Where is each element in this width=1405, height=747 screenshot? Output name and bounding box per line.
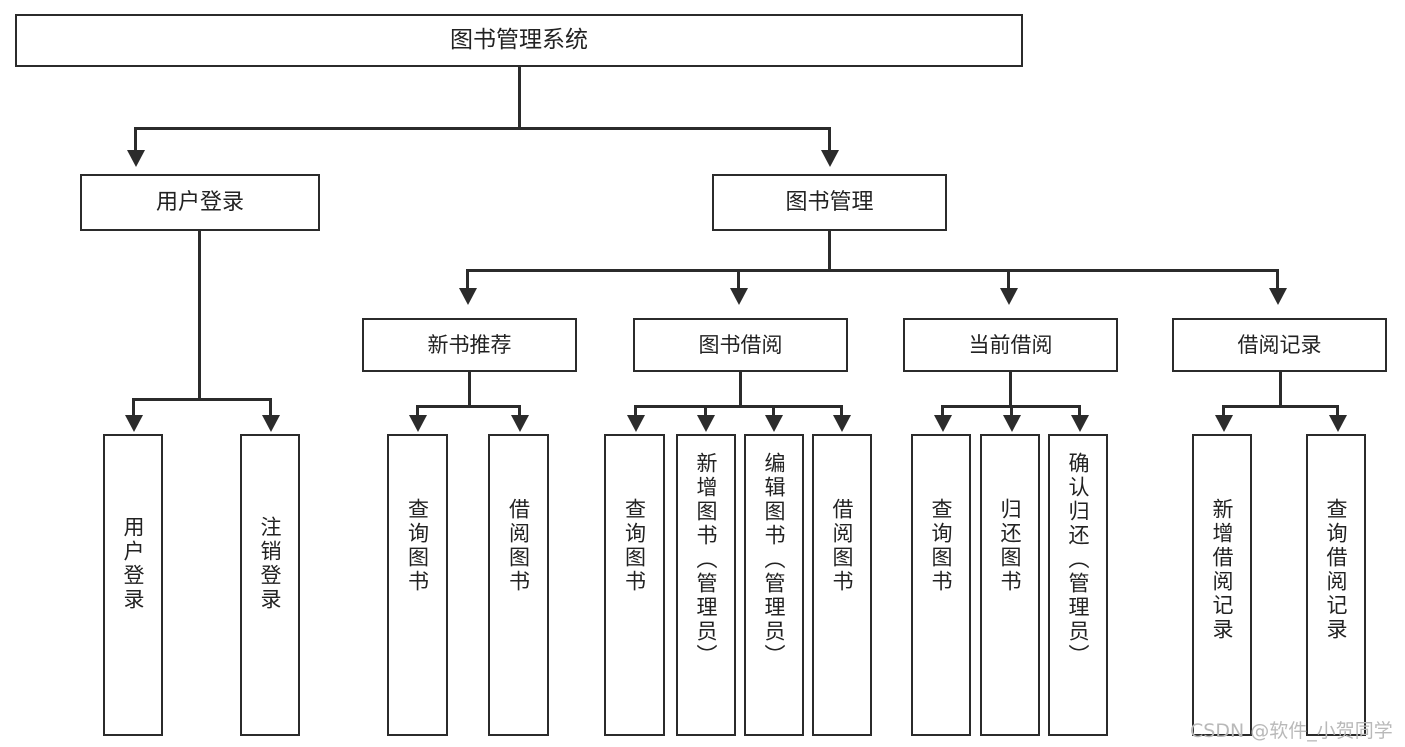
connector-root-stem	[518, 67, 521, 129]
connector-root-to-book-management	[828, 127, 831, 153]
node-user-login[interactable]: 用户登录	[80, 174, 320, 231]
leaf-cb-confirm-return[interactable]: 确认归还（管理员）	[1048, 434, 1108, 736]
connector-bb-bar	[634, 405, 843, 408]
connector-bm-drop-1	[466, 269, 469, 291]
connector-nbr-stem	[468, 372, 471, 407]
arrowhead-br-add-record	[1215, 415, 1233, 432]
node-label: 编辑图书（管理员）	[762, 452, 787, 668]
leaf-nbr-borrow-book[interactable]: 借阅图书	[488, 434, 549, 736]
leaf-bb-edit-book[interactable]: 编辑图书（管理员）	[744, 434, 804, 736]
leaf-bb-borrow-book[interactable]: 借阅图书	[812, 434, 872, 736]
node-label: 新增借阅记录	[1210, 498, 1235, 642]
arrowhead-cb-query-book	[934, 415, 952, 432]
leaf-bb-add-book[interactable]: 新增图书（管理员）	[676, 434, 736, 736]
leaf-bb-query-book[interactable]: 查询图书	[604, 434, 665, 736]
leaf-cb-return-book[interactable]: 归还图书	[980, 434, 1040, 736]
node-label: 图书管理系统	[450, 26, 588, 53]
connector-bb-drop-3	[772, 405, 775, 418]
connector-cb-drop-2	[1010, 405, 1013, 418]
node-label: 查询图书	[405, 498, 430, 594]
arrowhead-br-query-record	[1329, 415, 1347, 432]
connector-br-stem	[1279, 372, 1282, 407]
leaf-logout[interactable]: 注销登录	[240, 434, 300, 736]
arrowhead-bb-edit-book	[765, 415, 783, 432]
node-label: 新书推荐	[427, 332, 512, 357]
node-label: 借阅图书	[506, 498, 531, 594]
arrowhead-bb-query-book	[627, 415, 645, 432]
connector-br-drop-1	[1222, 405, 1225, 418]
connector-cb-stem	[1009, 372, 1012, 407]
node-book-management[interactable]: 图书管理	[712, 174, 947, 231]
node-root-book-management-system[interactable]: 图书管理系统	[15, 14, 1023, 67]
connector-bm-drop-4	[1276, 269, 1279, 291]
arrowhead-nbr-query-book	[409, 415, 427, 432]
connector-user-login-drop-2	[269, 398, 272, 418]
connector-bm-drop-3	[1007, 269, 1010, 291]
connector-root-bar	[134, 127, 830, 130]
connector-bb-drop-2	[704, 405, 707, 418]
leaf-br-add-record[interactable]: 新增借阅记录	[1192, 434, 1252, 736]
arrowhead-nbr-borrow-book	[511, 415, 529, 432]
node-label: 借阅记录	[1237, 332, 1322, 357]
arrowhead-leaf-logout	[262, 415, 280, 432]
connector-br-bar	[1222, 405, 1339, 408]
arrowhead-bb-borrow-book	[833, 415, 851, 432]
connector-book-management-stem	[828, 231, 831, 271]
node-label: 查询图书	[622, 498, 647, 594]
arrowhead-cb-return-book	[1003, 415, 1021, 432]
node-new-book-recommend[interactable]: 新书推荐	[362, 318, 577, 372]
arrowhead-cb-confirm-return	[1071, 415, 1089, 432]
connector-bm-drop-2	[737, 269, 740, 291]
connector-user-login-drop-1	[132, 398, 135, 418]
node-label: 查询图书	[929, 498, 954, 594]
connector-cb-drop-3	[1078, 405, 1081, 418]
node-label: 图书管理	[785, 189, 874, 215]
connector-user-login-bar	[132, 398, 272, 401]
connector-nbr-drop-2	[518, 405, 521, 418]
connector-bb-drop-4	[840, 405, 843, 418]
connector-cb-drop-1	[941, 405, 944, 418]
connector-book-management-bar	[466, 269, 1278, 272]
node-label: 查询借阅记录	[1324, 498, 1349, 642]
arrowhead-new-book-recommend	[459, 288, 477, 305]
node-label: 当前借阅	[968, 332, 1053, 357]
node-book-borrow[interactable]: 图书借阅	[633, 318, 848, 372]
node-label: 新增图书（管理员）	[694, 452, 719, 668]
node-label: 注销登录	[258, 516, 283, 612]
node-label: 借阅图书	[830, 498, 855, 594]
arrowhead-current-borrow	[1000, 288, 1018, 305]
arrowhead-user-login	[127, 150, 145, 167]
node-label: 用户登录	[155, 189, 244, 215]
connector-user-login-stem	[198, 231, 201, 401]
arrowhead-leaf-user-login	[125, 415, 143, 432]
node-current-borrow[interactable]: 当前借阅	[903, 318, 1118, 372]
connector-bb-drop-1	[634, 405, 637, 418]
node-borrow-record[interactable]: 借阅记录	[1172, 318, 1387, 372]
node-label: 归还图书	[998, 498, 1023, 594]
arrowhead-borrow-record	[1269, 288, 1287, 305]
arrowhead-book-management	[821, 150, 839, 167]
node-label: 用户登录	[121, 516, 146, 612]
arrowhead-book-borrow	[730, 288, 748, 305]
node-label: 确认归还（管理员）	[1066, 452, 1091, 668]
connector-nbr-drop-1	[416, 405, 419, 418]
leaf-nbr-query-book[interactable]: 查询图书	[387, 434, 448, 736]
arrowhead-bb-add-book	[697, 415, 715, 432]
leaf-user-login[interactable]: 用户登录	[103, 434, 163, 736]
node-label: 图书借阅	[698, 332, 783, 357]
connector-bb-stem	[739, 372, 742, 407]
leaf-br-query-record[interactable]: 查询借阅记录	[1306, 434, 1366, 736]
connector-root-to-user-login	[134, 127, 137, 153]
connector-br-drop-2	[1336, 405, 1339, 418]
leaf-cb-query-book[interactable]: 查询图书	[911, 434, 971, 736]
connector-nbr-bar	[416, 405, 521, 408]
